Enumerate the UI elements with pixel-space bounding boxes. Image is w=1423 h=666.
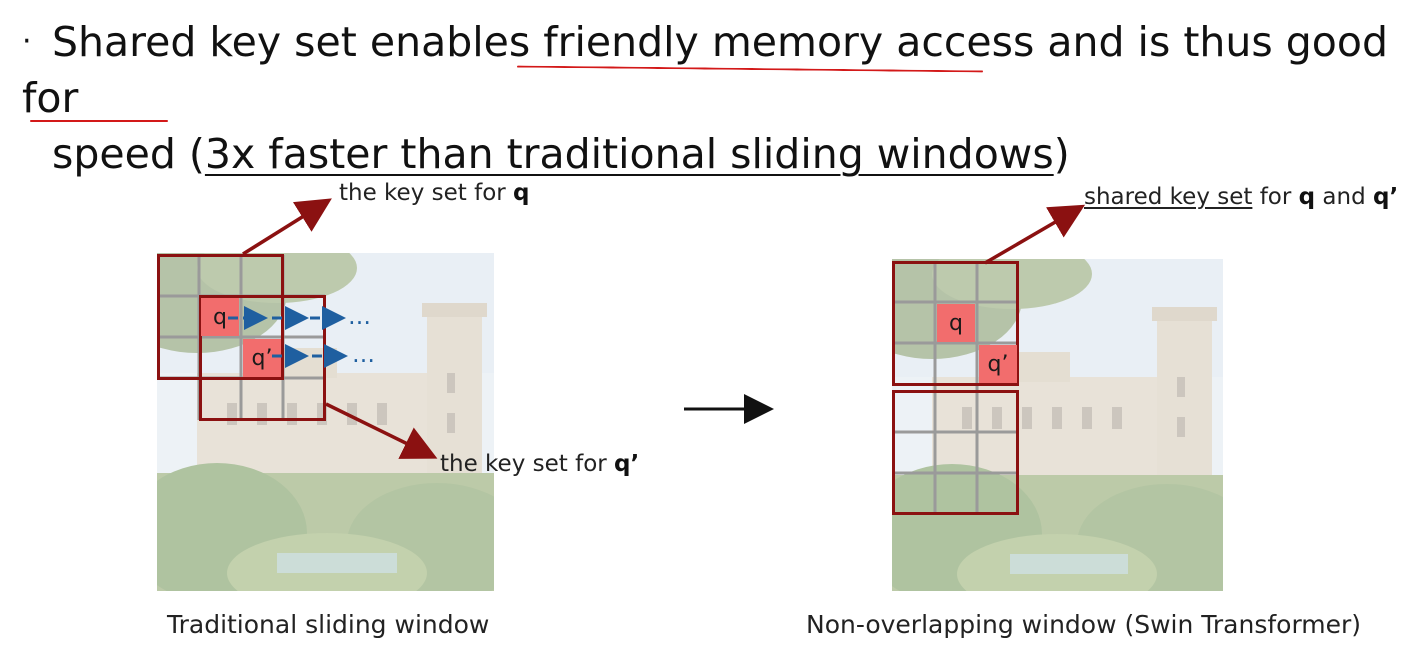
red-underline-speed	[30, 120, 168, 122]
headline-highlight-speed: speed	[52, 130, 176, 178]
headline-part4: )	[1053, 130, 1070, 178]
dots-q: …	[348, 304, 371, 330]
shared-window-top	[892, 261, 1019, 386]
label-key-set-q: the key set for q	[339, 180, 530, 206]
dots-q-prime: …	[352, 342, 375, 368]
headline-part3: (	[175, 130, 205, 178]
headline-underlined-3x-faster: 3x faster than traditional sliding windo…	[204, 130, 1054, 178]
label-shared-key-set: shared key set for q and q’	[1084, 184, 1399, 210]
query-cell-q: q	[937, 304, 975, 342]
caption-traditional-sliding-window: Traditional sliding window	[167, 610, 490, 639]
callout-arrow-key-set-q	[242, 198, 332, 256]
query-cell-q-prime: q’	[979, 345, 1017, 383]
query-cell-q-prime: q’	[243, 339, 281, 377]
caption-non-overlapping-window: Non-overlapping window (Swin Transformer…	[806, 610, 1362, 639]
headline-part2: and is thus good for	[22, 18, 1389, 122]
bullet: ·	[22, 24, 32, 59]
headline: · Shared key set enables friendly memory …	[22, 14, 1417, 182]
shared-window-bottom	[892, 390, 1019, 515]
query-cell-q: q	[201, 298, 239, 336]
callout-arrow-shared-key-set	[984, 204, 1086, 265]
headline-part1: Shared key set enables	[52, 18, 544, 66]
castle-image-left	[157, 253, 494, 591]
castle-image-right	[892, 259, 1223, 591]
label-key-set-q-prime: the key set for q’	[440, 451, 640, 477]
headline-highlight-friendly-memory-access: friendly memory access	[543, 18, 1035, 66]
